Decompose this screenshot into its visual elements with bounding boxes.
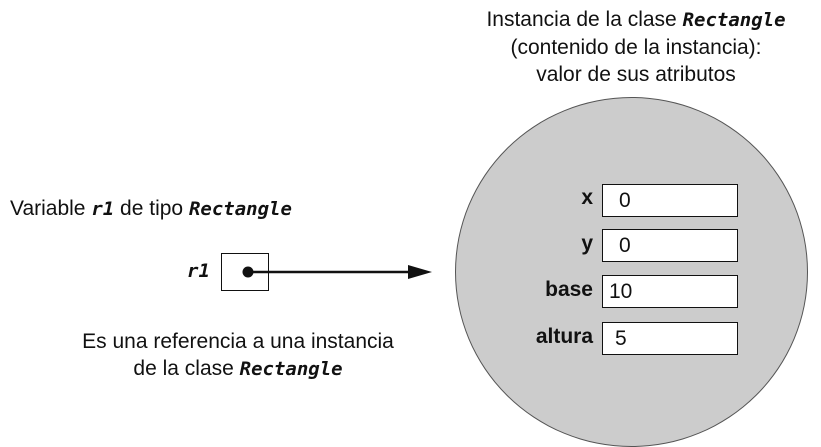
type-name: Rectangle (188, 198, 292, 220)
attr-label-altura: altura (535, 325, 593, 348)
variable-caption-prefix: Variable (10, 197, 92, 220)
instance-title-prefix: Instancia de la clase (486, 8, 683, 31)
instance-title-line1: Instancia de la clase Rectangle (455, 6, 817, 34)
instance-circle (455, 97, 808, 447)
attr-value-x: 0 (602, 184, 738, 217)
class-name: Rectangle (682, 9, 786, 31)
description-line1: Es una referencia a una instancia (82, 330, 394, 353)
attr-label-base: base (545, 278, 593, 301)
instance-title: Instancia de la clase Rectangle (conteni… (455, 6, 817, 88)
arrowhead-icon (408, 265, 432, 279)
attr-label-x: x (581, 186, 593, 209)
instance-title-line3: valor de sus atributos (536, 63, 736, 86)
reference-label: r1 (187, 260, 210, 282)
description-line2-prefix: de la clase (133, 357, 240, 380)
instance-title-line2: (contenido de la instancia): (510, 36, 762, 59)
variable-name: r1 (91, 198, 115, 220)
attr-value-altura: 5 (602, 322, 738, 355)
description-line2: de la clase Rectangle (40, 355, 436, 383)
attr-label-y: y (581, 232, 593, 255)
attr-value-y: 0 (602, 229, 738, 262)
attr-value-base: 10 (602, 275, 738, 308)
variable-caption: Variable r1 de tipo Rectangle (10, 197, 292, 221)
variable-caption-middle: de tipo (114, 197, 189, 220)
reference-description: Es una referencia a una instancia de la … (40, 328, 436, 383)
description-class-name: Rectangle (239, 358, 343, 380)
